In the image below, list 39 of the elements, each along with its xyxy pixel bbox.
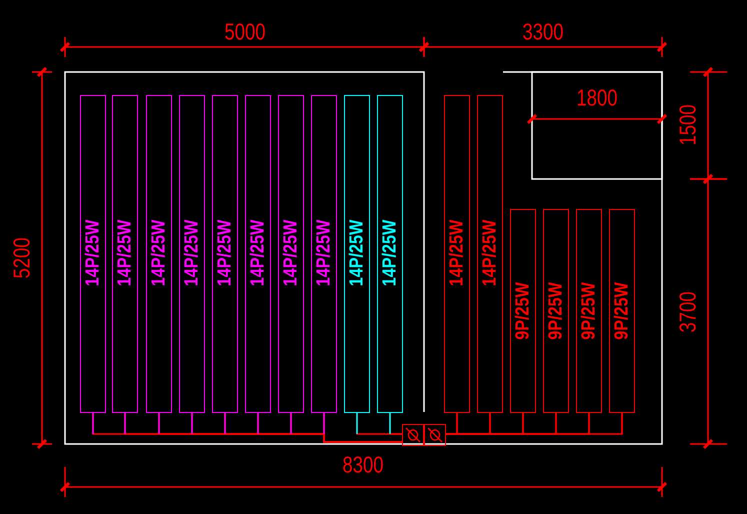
pv-string-panel [477,95,503,413]
pv-string-panel [510,209,536,413]
dimension-text: 5000 [224,20,266,44]
pv-string-panel [543,209,569,413]
pv-string-panel [146,95,172,413]
panel-rating: 14P/25W [216,220,234,286]
dimension-text: 3300 [522,20,564,44]
panel-rating: 14P/25W [348,220,366,286]
dimension-text: 5200 [10,238,34,278]
pv-string-panel [278,95,304,413]
panel-rating: 9P/25W [546,282,566,340]
panel-rating: 14P/25W [150,220,168,286]
panel-rating: 14P/25W [480,220,500,286]
panel-rating: 14P/25W [380,220,400,286]
pv-string-panel [576,209,602,413]
pv-string-panel [609,209,635,413]
panel-rating: 9P/25W [514,282,532,340]
panel-rating: 14P/25W [448,220,466,286]
panel-rating: 14P/25W [182,220,202,286]
panel-rating: 14P/25W [314,220,334,286]
pv-string-panel [112,95,138,413]
pv-string-panel [377,95,403,413]
dimension-text: 1500 [676,104,700,146]
panel-rating: 9P/25W [580,282,598,340]
pv-string-panel [344,95,370,413]
dimension-text: 8300 [342,454,384,476]
pv-string-panel [179,95,205,413]
panel-rating: 14P/25W [282,220,300,286]
pv-string-panel [245,95,271,413]
pv-string-panel [80,95,106,413]
dimension-text: 1800 [576,86,618,110]
dimension-text: 3700 [676,292,700,332]
panel-rating: 14P/25W [84,220,102,286]
pv-string-panel [311,95,337,413]
pv-string-panel [444,95,470,413]
panel-rating: 14P/25W [248,220,268,286]
panel-rating: 14P/25W [116,220,134,286]
panel-rating: 9P/25W [612,282,632,340]
pv-string-panel [212,95,238,413]
